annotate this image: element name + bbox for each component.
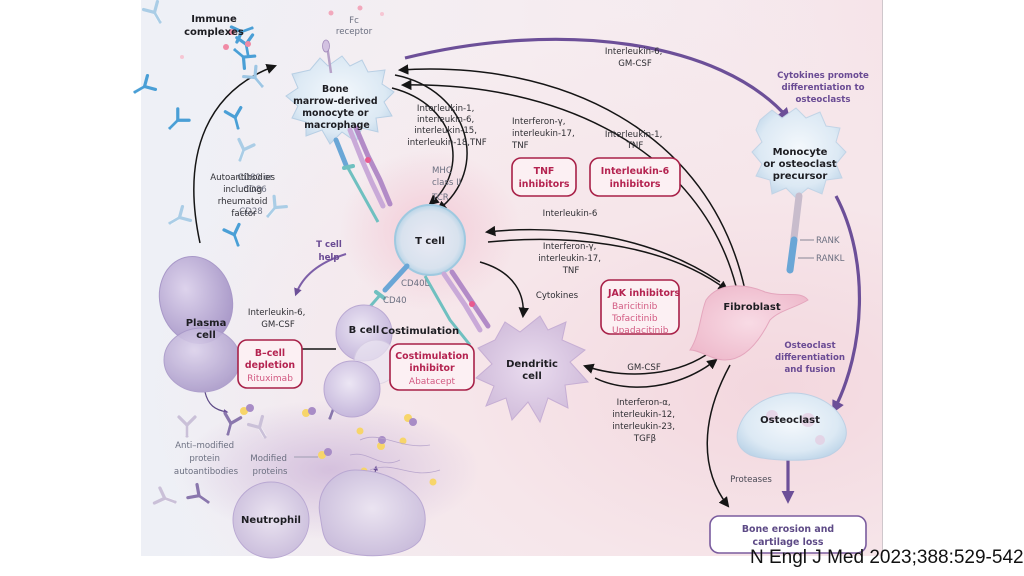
antigen-dot	[357, 5, 363, 11]
autoantibody-icons	[129, 0, 288, 250]
cd80-cd28-complex-icon	[333, 137, 380, 223]
macrophage-label: Bone marrow-derived monocyte or macropha…	[293, 84, 381, 131]
arrow-t-cell-help	[294, 253, 347, 297]
arrow-plasma-to-acpa	[204, 391, 229, 414]
fibroblast-cell	[689, 285, 809, 361]
jak-inhibitors-title: JAK inhibitors	[607, 288, 681, 299]
signal-cytokines: Cytokines	[536, 291, 579, 301]
abatacept-label: Abatacept	[409, 377, 456, 387]
signal-bcell-to-plasma: Interleukin-6, GM-CSF	[248, 308, 308, 330]
osteoclast-nucleus	[815, 435, 825, 445]
rituximab-label: Rituximab	[247, 374, 293, 384]
arrow-fibroblast-proteases	[706, 364, 731, 508]
autoantibodies-label: Autoantibodies including rheumatoid fact…	[210, 173, 277, 219]
neutrophil-netosis-cell	[318, 469, 426, 557]
rank-label: RANK	[816, 236, 840, 246]
arrow-fibroblast-to-tcell	[484, 225, 721, 283]
signal-proteases: Proteases	[730, 475, 772, 485]
osteoclast-precursor-cell	[751, 107, 847, 199]
t-cell-label: T cell	[415, 236, 445, 247]
costimulation-inhibitor-box	[389, 343, 475, 391]
fc-receptor-head-icon	[322, 39, 330, 53]
osteoclast-cell	[736, 392, 847, 461]
antigen-dot	[380, 12, 384, 16]
immune-complex-icon	[223, 18, 258, 70]
signal-dendritic-to-fibroblast: Interferon-α, interleukin-12, interleuki…	[612, 398, 677, 444]
dendritic-cell	[475, 315, 590, 424]
arrow-fibroblast-to-macrophage-inner	[400, 79, 737, 287]
antigen-dot	[180, 55, 184, 59]
neutrophil-label: Neutrophil	[241, 515, 301, 526]
cd40-label: CD40	[383, 296, 407, 306]
signal-macrophage-to-tcell: Interleukin-1, interleukin-6, interleuki…	[407, 104, 486, 148]
signal-il6-gmcsf-top: Interleukin-6, GM-CSF	[605, 47, 665, 69]
citation: N Engl J Med 2023;388:529-542	[750, 547, 1024, 568]
macrophage-cell	[285, 55, 395, 145]
cd40l-label: CD40L	[401, 279, 430, 289]
t-cell	[394, 204, 466, 276]
mhc-tcr-complex-icon	[347, 125, 393, 209]
costimulation-heading: Costimulation	[381, 326, 459, 337]
rank-rankl-complex-icon	[786, 192, 814, 274]
tcell-dendritic-receptor-icon	[423, 269, 491, 346]
il6-inhibitors-box	[589, 157, 681, 197]
rankl-label: RANKL	[816, 254, 845, 264]
signal-fibroblast-to-tcell: Interleukin-6	[543, 209, 598, 219]
osteoclast-nucleus	[801, 413, 815, 427]
signal-il1-tnf: Interleukin-1, TNF	[605, 130, 665, 151]
arrow-tcell-to-dendritic-cytokines	[479, 261, 530, 319]
bcell-depletion-box	[237, 339, 303, 389]
arrow-cytokines-promote-osteoclasts	[404, 37, 791, 121]
tnf-inhibitors-box	[511, 157, 577, 197]
jak-inhibitors-box	[600, 279, 680, 335]
osteoclast-label: Osteoclast	[760, 415, 820, 426]
signal-tnf-sources: Interferon-γ, interleukin-17, TNF	[511, 117, 577, 151]
arrow-fibroblast-to-macrophage-outer	[397, 64, 746, 291]
acpa-label: Anti–modified protein autoantibodies	[174, 441, 239, 477]
arrow-macrophage-to-tcell-outer	[394, 74, 468, 212]
arrow-tcell-to-fibroblast	[487, 238, 729, 292]
arrow-osteoclast-differentiation	[832, 195, 861, 414]
b-cell-secondary	[323, 360, 381, 418]
cd28-label: CD28	[239, 207, 263, 217]
neutrophil-cell	[232, 481, 310, 559]
signal-gm-csf: GM-CSF	[627, 363, 661, 373]
antigen-dot	[328, 10, 334, 16]
signal-tcell-to-fibroblast: Interferon-γ, interleukin-17, TNF	[538, 242, 603, 276]
fibroblast-label: Fibroblast	[723, 302, 781, 313]
tcr-label: TCR	[431, 193, 449, 203]
bone-erosion-outcome-box	[709, 515, 867, 554]
arrow-macrophage-to-tcell-inner	[391, 87, 454, 206]
arrow-fibroblast-to-dendritic-gmcsf	[583, 354, 707, 375]
jak-inhibitor-drugs: Baricitinib Tofacitinib Upadacitinib	[611, 302, 669, 336]
modified-proteins-label: Modified proteins	[250, 454, 289, 477]
arrow-dendritic-to-fibroblast	[594, 358, 718, 388]
osteoclast-nucleus	[766, 410, 778, 422]
b-cell-label: B cell	[349, 325, 380, 336]
